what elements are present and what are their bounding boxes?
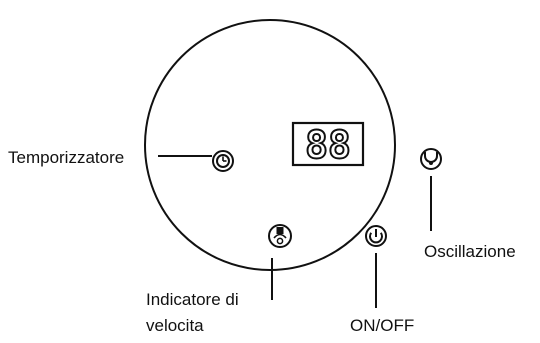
power-label: ON/OFF (350, 316, 415, 335)
timer-label: Temporizzatore (8, 148, 125, 167)
oscillation-label: Oscillazione (424, 242, 516, 261)
display-digits: 88 (305, 123, 351, 167)
clock-icon[interactable] (212, 150, 234, 172)
panel-outline (144, 19, 396, 271)
speed-indicator-label-line1: Indicatore di (146, 290, 239, 309)
speed-indicator-label-line2: velocita (146, 316, 204, 335)
display-frame (291, 121, 365, 167)
oscillation-icon[interactable] (420, 148, 442, 170)
power-icon[interactable] (365, 225, 387, 247)
fan-speed-icon[interactable] (268, 224, 292, 248)
